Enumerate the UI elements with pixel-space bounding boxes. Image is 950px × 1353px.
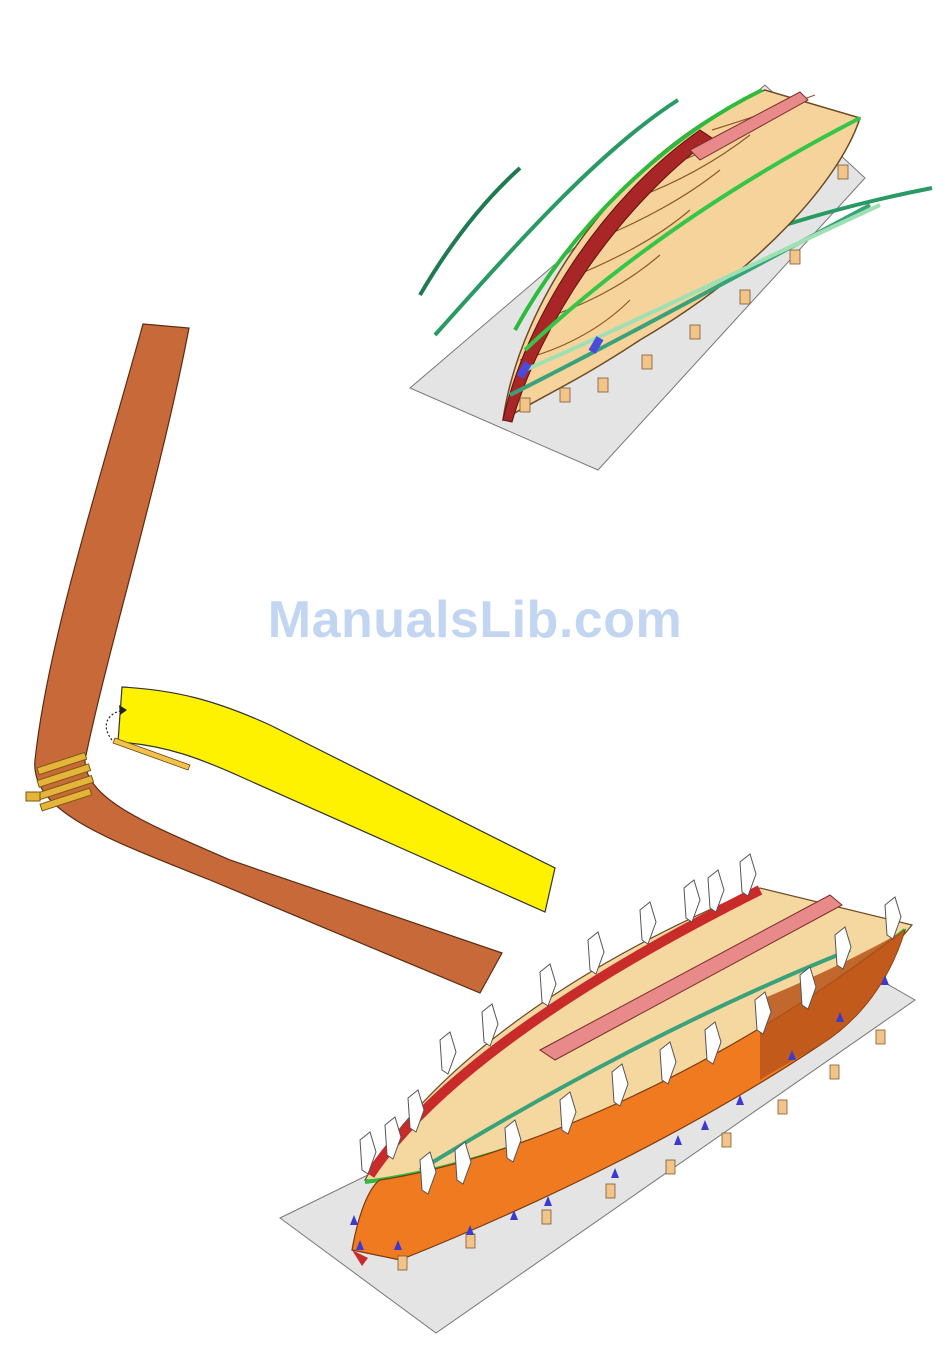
- loose-batten-1: [420, 168, 520, 295]
- bent-plank: [35, 324, 502, 993]
- frame-with-battens-figure: [410, 85, 932, 470]
- plank-bending-figure: [26, 324, 555, 993]
- yellow-template: [118, 687, 555, 912]
